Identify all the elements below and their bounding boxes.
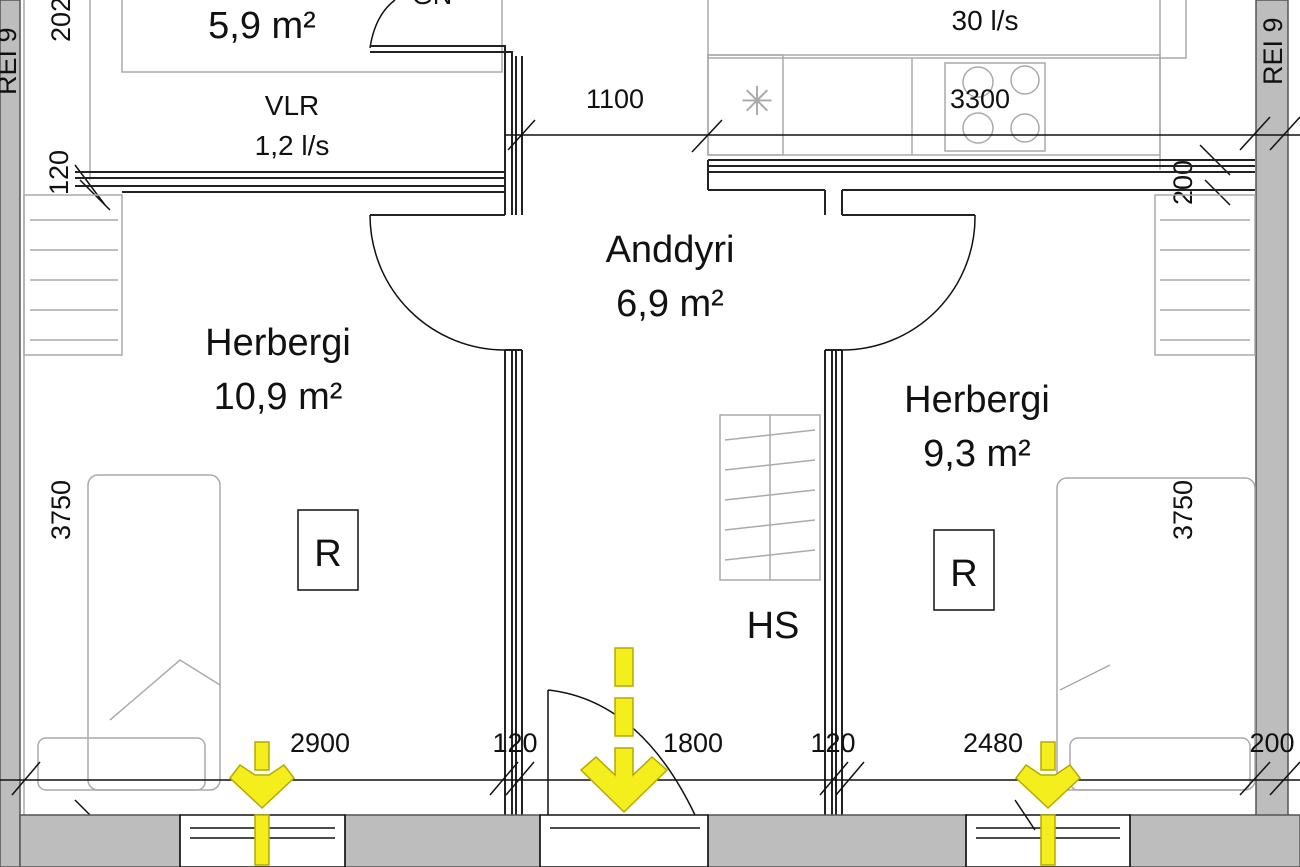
- room-outline-top-left: [121, 0, 503, 73]
- dim-entry-width: 1100: [586, 84, 644, 114]
- wall-vertical-right: [824, 190, 975, 815]
- window-arrow-right-icon: [1014, 741, 1082, 866]
- dim-bottom-5: 2480: [963, 728, 1023, 758]
- room-label-gn: GN: [412, 0, 453, 10]
- vlr-flow: 1,2 l/s: [255, 130, 330, 161]
- dim-bottom-3: 1800: [663, 728, 723, 758]
- dim-kitchen-width: 3300: [950, 84, 1010, 114]
- entry-area: 6,9 m²: [616, 283, 724, 325]
- dim-bottom-2: 120: [492, 728, 537, 758]
- hood-flow: 30 l/s: [952, 5, 1019, 36]
- cooktop: [944, 62, 1046, 152]
- marker-box-right: [933, 529, 995, 611]
- bedroom-right-marker: R: [950, 553, 977, 595]
- dim-bottom-4: 120: [810, 728, 855, 758]
- exterior-wall-right: [1255, 0, 1289, 867]
- dim-room-depth-left: 3750: [46, 480, 76, 540]
- wardrobe-label: HS: [747, 605, 800, 647]
- exterior-wall-left: [0, 0, 21, 867]
- wall: [370, 45, 523, 215]
- wardrobe-hatching: [724, 429, 816, 561]
- bedroom-right-area: 9,3 m²: [923, 433, 1031, 475]
- dim-room-depth-right: 3750: [1168, 480, 1198, 540]
- entry-name: Anddyri: [606, 229, 735, 271]
- fire-rating-left: REI 9: [0, 27, 22, 95]
- door-swing-right: [841, 214, 976, 351]
- fire-rating-right: REI 9: [1258, 17, 1288, 85]
- marker-box-left: [297, 509, 359, 591]
- counter: [707, 54, 1161, 156]
- bedroom-left-marker: R: [314, 533, 341, 575]
- entry-arrow-icon: [579, 647, 669, 814]
- bed-right: [1056, 477, 1256, 791]
- door-swing: [369, 0, 396, 49]
- radiator-right: [1154, 194, 1256, 356]
- burner-icons: [962, 65, 1040, 144]
- dim-wall-right-top: 200: [1168, 160, 1198, 205]
- wall-horizontal-right: [707, 159, 1255, 191]
- pillow-right: [1069, 737, 1251, 791]
- blanket-fold: [1059, 664, 1111, 691]
- exterior-wall-bottom: [19, 814, 1300, 867]
- radiator-hatching: [30, 219, 118, 341]
- dim-bottom-6: 200: [1249, 728, 1294, 758]
- hood-outline: [707, 0, 1187, 59]
- fridge-icon: ✳: [740, 80, 774, 124]
- pillow-left: [37, 737, 206, 791]
- window-arrow-left-icon: [228, 741, 296, 866]
- bedroom-left-area: 10,9 m²: [214, 376, 343, 418]
- radiator-left: [23, 194, 123, 356]
- wall-horizontal-left: [75, 171, 505, 193]
- blanket-fold: [109, 659, 221, 721]
- radiator-hatching: [1160, 219, 1250, 341]
- door-swing-left: [369, 214, 506, 351]
- dim-bottom-1: 2900: [290, 728, 350, 758]
- bed-left: [87, 474, 221, 791]
- room-area-top-left: 5,9 m²: [208, 5, 316, 47]
- vlr-name: VLR: [265, 90, 319, 121]
- bedroom-right-name: Herbergi: [904, 379, 1050, 421]
- bedroom-left-name: Herbergi: [205, 322, 351, 364]
- dim-202: 202: [46, 0, 76, 42]
- dim-wall-left-top: 120: [44, 150, 74, 195]
- wall-vertical-left: [370, 214, 523, 815]
